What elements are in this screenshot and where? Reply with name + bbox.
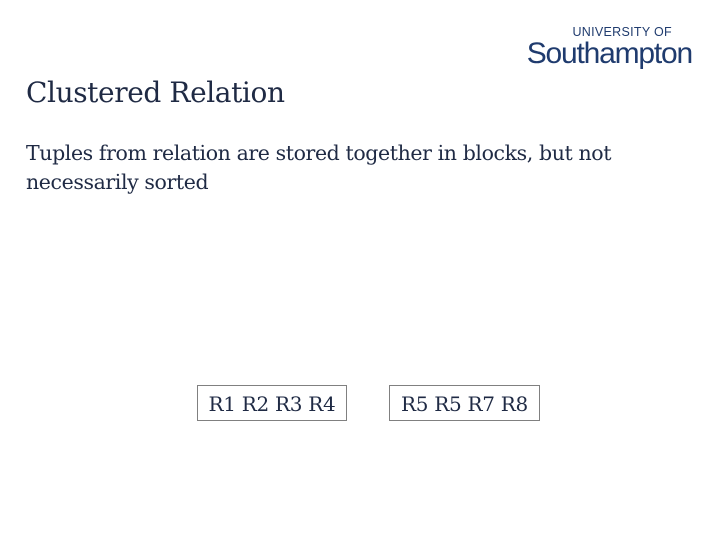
block-2: R5 R5 R7 R8 xyxy=(389,385,540,421)
slide-body-text: Tuples from relation are stored together… xyxy=(26,141,612,194)
logo-university-of-text: UNIVERSITY OF xyxy=(572,25,672,39)
slide-title: Clustered Relation xyxy=(26,76,285,109)
logo-southampton-text: Southampton xyxy=(526,37,693,70)
block-1: R1 R2 R3 R4 xyxy=(197,385,347,421)
university-logo: UNIVERSITY OF Southampton xyxy=(520,25,693,70)
